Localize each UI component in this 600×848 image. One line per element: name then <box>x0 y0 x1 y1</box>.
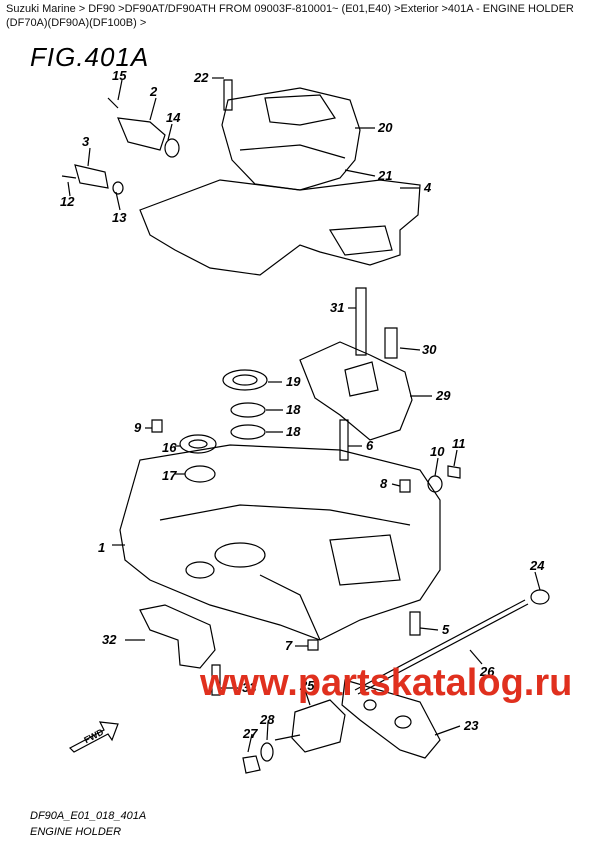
cover-part <box>221 87 361 191</box>
pin-8 <box>399 479 411 493</box>
pin-7 <box>307 639 319 651</box>
bolt-26 <box>354 599 526 691</box>
bolt-33 <box>211 664 221 696</box>
bolt-22 <box>223 79 233 111</box>
callout-33: 33 <box>242 680 257 695</box>
callout-24: 24 <box>529 558 545 573</box>
watermark: www.partskatalog.ru <box>200 662 573 704</box>
callout-1: 1 <box>98 540 105 555</box>
bearing-16 <box>179 434 217 454</box>
figure-title: FIG.401A <box>30 42 150 72</box>
seal-19 <box>222 369 268 391</box>
washer-10 <box>427 475 443 493</box>
callout-9: 9 <box>134 420 142 435</box>
callout-31: 31 <box>330 300 344 315</box>
pin-9 <box>151 419 163 433</box>
callout-15: 15 <box>112 68 127 83</box>
engine-holder-body-1 <box>119 444 441 641</box>
callout-17: 17 <box>162 468 177 483</box>
fwd-arrow-icon: FWD <box>69 721 119 753</box>
callout-8: 8 <box>380 476 388 491</box>
diagram-code: DF90A_E01_018_401A <box>30 810 147 822</box>
seal-18b <box>230 424 266 440</box>
callout-20: 20 <box>377 120 393 135</box>
callout-28: 28 <box>259 712 275 727</box>
breadcrumb: Suzuki Marine > DF90 >DF90AT/DF90ATH FRO… <box>6 3 574 29</box>
callout-26: 26 <box>479 664 495 679</box>
callout-13: 13 <box>112 210 127 225</box>
washer-28 <box>260 742 274 762</box>
callout-5: 5 <box>442 622 450 637</box>
callout-30: 30 <box>422 342 437 357</box>
fitting-3 <box>74 164 109 189</box>
callout-11: 11 <box>452 436 466 451</box>
callout-23: 23 <box>463 718 479 733</box>
callout-21: 21 <box>377 168 392 183</box>
callout-3: 3 <box>82 134 90 149</box>
bracket-23 <box>341 679 441 759</box>
callout-27: 27 <box>242 726 258 741</box>
bolt-6 <box>339 419 349 461</box>
diagram-caption: ENGINE HOLDER <box>30 826 122 838</box>
callout-4: 4 <box>423 180 432 195</box>
seal-17 <box>184 465 216 483</box>
fwd-label: FWD <box>82 727 105 746</box>
callout-32: 32 <box>102 632 117 647</box>
callout-18b: 18 <box>286 424 301 439</box>
plug-11 <box>447 465 461 479</box>
washer-24 <box>530 589 550 605</box>
callout-18a: 18 <box>286 402 301 417</box>
callout-16: 16 <box>162 440 177 455</box>
callout-19: 19 <box>286 374 301 389</box>
callout-2: 2 <box>149 84 158 99</box>
bolt-5 <box>409 611 421 636</box>
mount-25 <box>291 699 346 753</box>
holder-bracket-29 <box>299 341 413 441</box>
seal-18a <box>230 402 266 418</box>
callout-12: 12 <box>60 194 75 209</box>
callout-10: 10 <box>430 444 445 459</box>
bolt-30 <box>384 327 398 359</box>
nut-27 <box>242 755 261 774</box>
callout-14: 14 <box>166 110 181 125</box>
callout-labels: 1 2 3 4 5 6 7 8 9 10 11 12 13 14 15 16 1… <box>60 68 545 741</box>
gasket-part <box>139 179 421 276</box>
bracket-32 <box>139 604 216 669</box>
callout-25: 25 <box>299 678 315 693</box>
callout-29: 29 <box>435 388 451 403</box>
callout-6: 6 <box>366 438 374 453</box>
bolt-31 <box>355 287 367 356</box>
callout-7: 7 <box>285 638 293 653</box>
callout-22: 22 <box>193 70 209 85</box>
fitting-2 <box>117 117 166 151</box>
